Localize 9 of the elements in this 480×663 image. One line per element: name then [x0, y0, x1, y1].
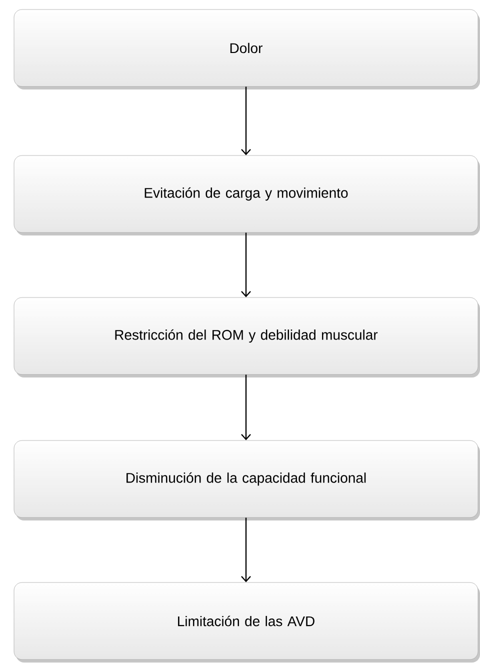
- arrow: [241, 518, 251, 582]
- arrow: [241, 86, 251, 156]
- arrow: [241, 232, 251, 298]
- arrow: [241, 374, 251, 440]
- process-box: Restricción del ROM y debilidad muscular: [14, 297, 478, 375]
- process-box: Dolor: [14, 9, 478, 87]
- process-box: Evitación de carga y movimiento: [14, 155, 478, 233]
- process-box: Disminución de la capacidad funcional: [14, 440, 478, 518]
- process-box: Limitación de las AVD: [14, 582, 478, 660]
